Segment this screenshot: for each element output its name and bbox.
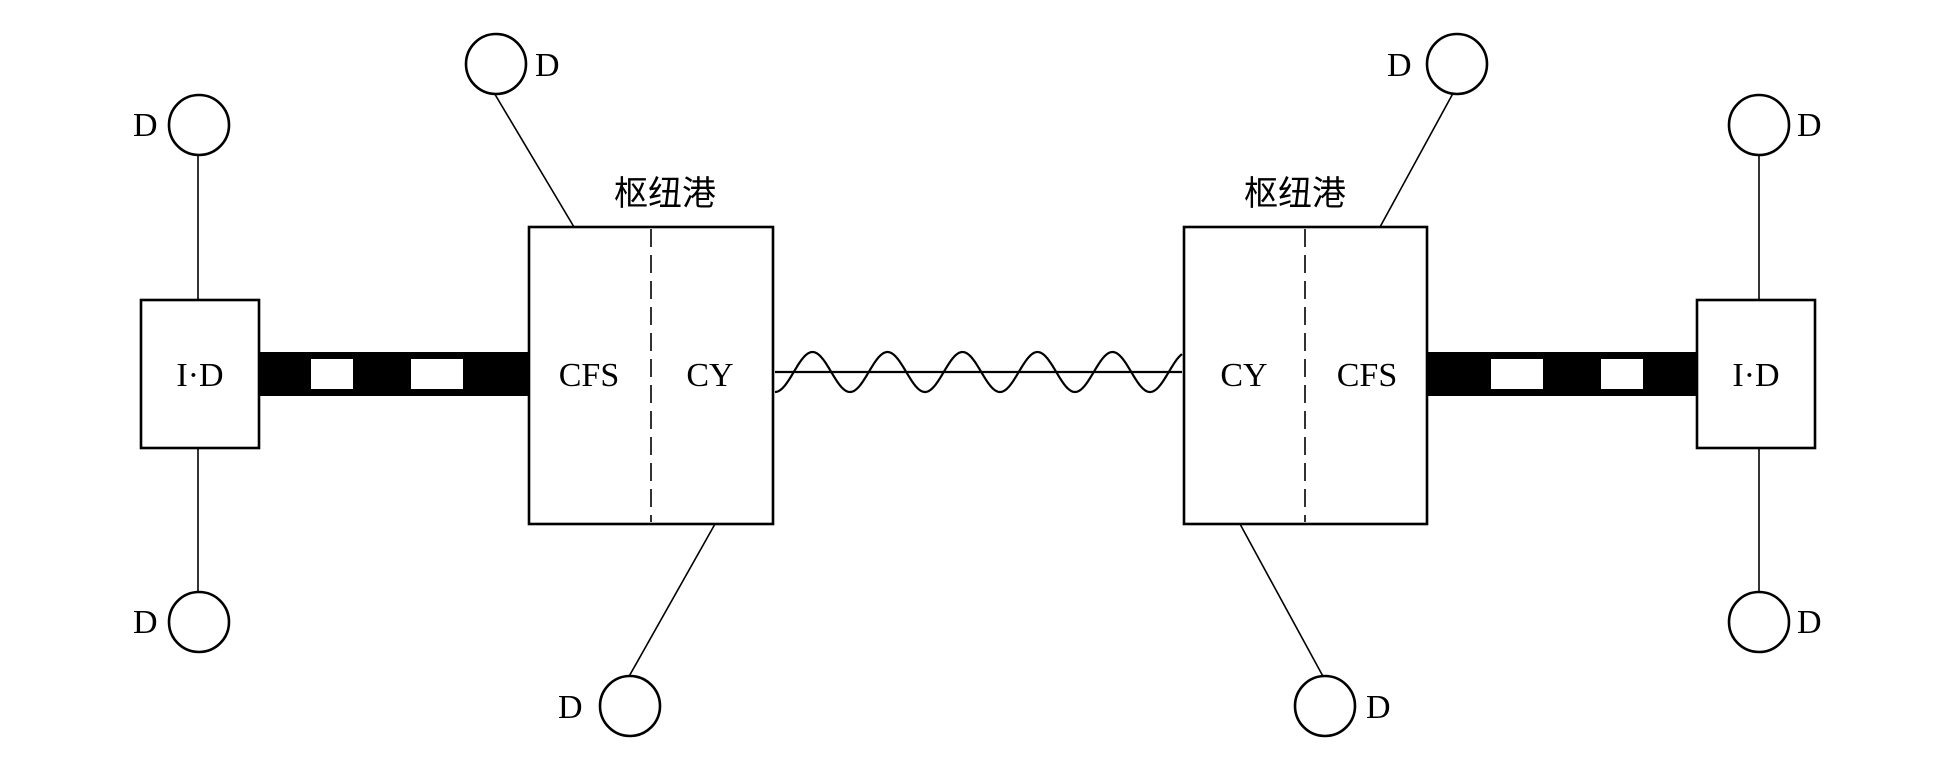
right-hub-cfs-label: CFS <box>1337 357 1398 394</box>
d-node-label: D <box>1387 47 1412 84</box>
d-node-right-id-top: D <box>1727 93 1822 157</box>
link-left-hub-top-d <box>489 85 575 228</box>
right-corridor <box>1426 352 1697 396</box>
d-node-circle <box>1425 32 1489 96</box>
right-hub: 枢纽港 CY CFS <box>1182 175 1429 526</box>
sea-route <box>774 350 1183 394</box>
d-node-right-hub-top: D <box>1387 32 1489 96</box>
right-id-box <box>1695 298 1817 450</box>
right-corridor-gap-2 <box>1601 359 1643 389</box>
left-corridor-gap-1 <box>311 359 353 389</box>
d-node-left-id-bottom: D <box>133 590 231 654</box>
left-hub: 枢纽港 CFS CY <box>527 175 775 526</box>
left-corridor <box>259 352 529 396</box>
left-id-label: I·D <box>176 357 223 394</box>
right-corridor-bar <box>1426 352 1697 396</box>
left-hub-cfs-label: CFS <box>559 357 620 394</box>
d-node-label: D <box>558 689 583 726</box>
left-hub-title: 枢纽港 <box>614 175 716 213</box>
right-corridor-gap-1 <box>1491 359 1543 389</box>
d-node-label: D <box>535 47 560 84</box>
d-node-left-id-top: D <box>133 93 231 157</box>
d-node-circle <box>464 32 528 96</box>
d-node-left-hub-bottom: D <box>558 674 662 738</box>
d-node-circle <box>1727 93 1791 157</box>
d-node-circle <box>167 590 231 654</box>
d-node-circle <box>1293 674 1357 738</box>
right-id-label: I·D <box>1732 357 1779 394</box>
d-node-label: D <box>1797 604 1822 641</box>
d-node-label: D <box>133 604 158 641</box>
right-hub-title: 枢纽港 <box>1244 175 1346 213</box>
d-node-label: D <box>1797 107 1822 144</box>
link-right-hub-bottom-d <box>1239 523 1326 681</box>
d-node-right-id-bottom: D <box>1727 590 1822 654</box>
left-id-box <box>139 298 261 450</box>
link-right-hub-top-d <box>1379 85 1458 228</box>
d-node-left-hub-top: D <box>464 32 560 96</box>
d-node-label: D <box>1366 689 1391 726</box>
sea-route-wave <box>774 350 1183 394</box>
d-node-label: D <box>133 107 158 144</box>
left-id-node: I·D <box>139 298 261 450</box>
left-corridor-gap-2 <box>411 359 463 389</box>
connector-lines <box>197 85 1760 681</box>
link-left-hub-bottom-d <box>626 523 716 681</box>
d-node-circle <box>598 674 662 738</box>
right-id-node: I·D <box>1695 298 1817 450</box>
right-hub-cy-label: CY <box>1220 357 1267 394</box>
d-node-circle <box>1727 590 1791 654</box>
left-corridor-bar <box>259 352 529 396</box>
d-node-circle <box>167 93 231 157</box>
left-hub-cy-label: CY <box>686 357 733 394</box>
d-node-right-hub-bottom: D <box>1293 674 1391 738</box>
